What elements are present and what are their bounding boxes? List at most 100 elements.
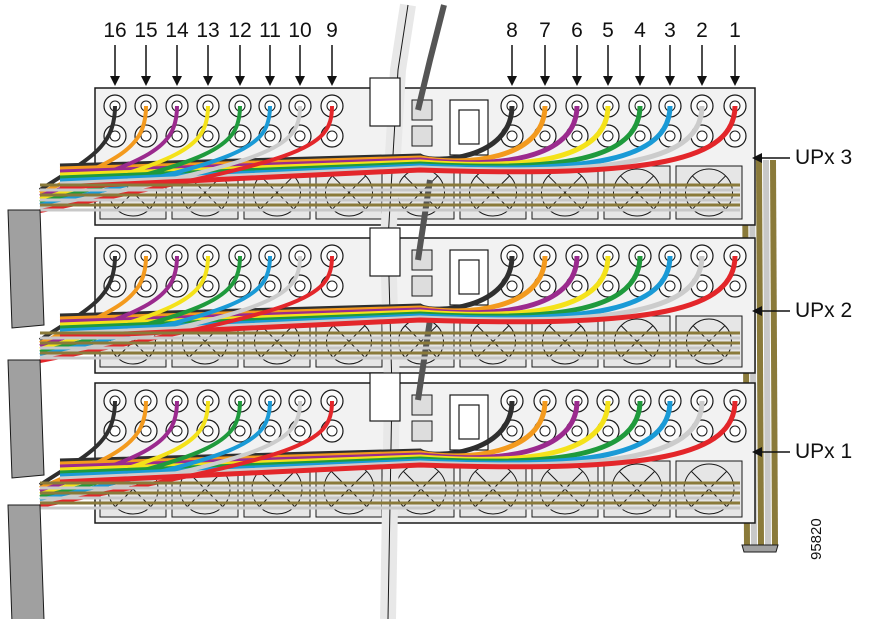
rj45-port — [411, 420, 433, 442]
coax-center — [506, 425, 518, 437]
fan-grill — [548, 175, 582, 210]
coax-wire — [39, 255, 302, 360]
coax-wire — [38, 105, 117, 192]
coax-center — [571, 280, 583, 292]
coax-center — [326, 130, 338, 142]
callout-arrowhead — [752, 447, 762, 457]
cable-jacket — [7, 504, 45, 624]
rj45-plug — [369, 227, 401, 277]
port-number-10: 10 — [288, 19, 312, 42]
coax-center — [634, 425, 646, 437]
rj45-port — [411, 275, 433, 297]
wire-harness-unit-1 — [7, 400, 740, 624]
coax-center — [326, 425, 338, 437]
fan-grill — [476, 175, 510, 210]
unit-label-upx3: UPx 3 — [795, 146, 853, 169]
coax-center — [202, 130, 214, 142]
port-arrowhead — [141, 76, 151, 86]
port-arrowhead — [295, 76, 305, 86]
port-arrows — [110, 45, 740, 86]
coax-center — [602, 130, 614, 142]
coax-center — [664, 280, 676, 292]
port-arrowhead — [327, 76, 337, 86]
port-arrowhead — [665, 76, 675, 86]
port-arrowhead — [697, 76, 707, 86]
coax-center — [506, 130, 518, 142]
port-number-6: 6 — [571, 19, 583, 42]
coax-center — [234, 130, 246, 142]
power-switch — [458, 109, 480, 145]
coax-wire — [39, 105, 334, 213]
cable-jacket — [7, 359, 45, 479]
bundle-wire — [763, 159, 771, 546]
port-number-8: 8 — [506, 19, 518, 42]
fan-grill — [692, 175, 726, 210]
coax-center — [696, 130, 708, 142]
coax-center — [729, 280, 741, 292]
port-arrowhead — [572, 76, 582, 86]
coax-wire — [59, 105, 738, 190]
port-arrowhead — [507, 76, 517, 86]
coax-wire — [39, 400, 302, 505]
rj45-port — [411, 125, 433, 147]
port-arrowhead — [730, 76, 740, 86]
bundle-wire — [770, 159, 778, 546]
fan-ring — [685, 168, 733, 217]
port-number-4: 4 — [634, 19, 646, 42]
port-number-7: 7 — [539, 19, 551, 42]
coax-center — [602, 280, 614, 292]
rj45-port — [411, 394, 433, 416]
coax-wire — [59, 400, 738, 485]
coax-wire — [38, 400, 117, 487]
port-arrowhead — [235, 76, 245, 86]
power-switch — [458, 404, 480, 440]
coax-center — [539, 280, 551, 292]
port-number-15: 15 — [134, 19, 158, 42]
coax-center — [264, 280, 276, 292]
coax-center — [234, 280, 246, 292]
port-number-12: 12 — [228, 19, 252, 42]
coax-center — [326, 280, 338, 292]
port-number-1: 1 — [729, 19, 741, 42]
coax-center — [171, 130, 183, 142]
fan-grill — [260, 175, 294, 210]
port-arrowhead — [603, 76, 613, 86]
bundle-wire — [756, 159, 764, 546]
coax-center — [729, 130, 741, 142]
port-arrowhead — [265, 76, 275, 86]
coax-center — [696, 425, 708, 437]
wire-harness-unit-3 — [7, 105, 740, 329]
coax-center — [634, 130, 646, 142]
port-arrowhead — [172, 76, 182, 86]
coax-center — [171, 425, 183, 437]
coax-center — [729, 425, 741, 437]
coax-center — [539, 425, 551, 437]
rj45-plug — [369, 372, 401, 422]
port-number-13: 13 — [196, 19, 220, 42]
coax-center — [171, 280, 183, 292]
figure-id-text: 95820 — [808, 518, 825, 560]
wire-harness-unit-2 — [7, 255, 740, 479]
cable-jacket — [7, 209, 45, 329]
callout-arrowhead — [752, 153, 762, 163]
fan-grill — [620, 175, 654, 210]
port-number-11: 11 — [259, 19, 281, 42]
callout-arrows — [752, 153, 790, 457]
coax-center — [664, 130, 676, 142]
port-number-3: 3 — [664, 19, 676, 42]
coax-center — [571, 425, 583, 437]
fan-grill — [332, 175, 366, 210]
coax-center — [264, 425, 276, 437]
bundle-end — [741, 544, 779, 553]
coax-center — [602, 425, 614, 437]
coax-center — [234, 425, 246, 437]
coax-center — [264, 130, 276, 142]
port-number-9: 9 — [326, 19, 338, 42]
coax-wire — [38, 255, 117, 342]
coax-center — [539, 130, 551, 142]
port-arrowhead — [635, 76, 645, 86]
port-number-14: 14 — [165, 19, 189, 42]
unit-label-upx1: UPx 1 — [795, 440, 853, 463]
